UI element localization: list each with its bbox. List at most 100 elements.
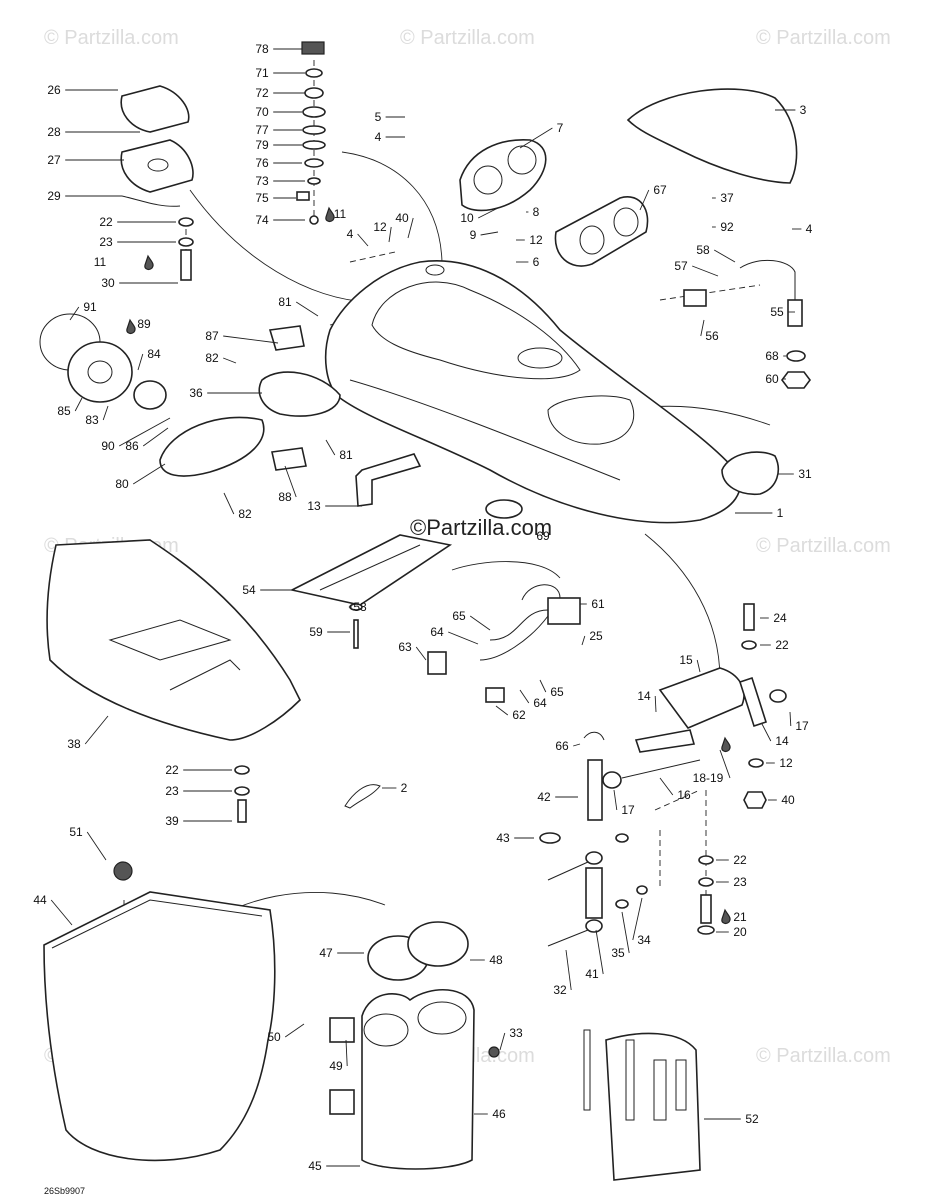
- callout-label: 22: [99, 215, 113, 229]
- callout-label: 57: [674, 259, 688, 273]
- callout-label: 40: [781, 793, 795, 807]
- callout-label: 32: [553, 983, 567, 997]
- callout-leader: [539, 679, 547, 693]
- callout-label: 53: [353, 600, 367, 614]
- callout-label: 45: [308, 1159, 322, 1173]
- callout-leader: [325, 439, 336, 456]
- hull-hole: [425, 264, 445, 276]
- callout-label: 77: [255, 123, 269, 137]
- callout-leader: [719, 749, 731, 779]
- arrow-guide: [189, 189, 371, 303]
- hex-nut: [781, 371, 811, 389]
- callout-leader: [448, 631, 479, 645]
- callout-label: 84: [147, 347, 161, 361]
- callout-label: 4: [375, 130, 382, 144]
- washer: [234, 765, 250, 775]
- callout-label: 81: [339, 448, 353, 462]
- callout-label: 31: [798, 467, 812, 481]
- callout-leader: [573, 743, 581, 747]
- callout-label: 40: [395, 211, 409, 225]
- electrical-module: [427, 584, 581, 703]
- watermark-text: © Partzilla.com: [756, 1045, 891, 1067]
- side-covers: [159, 325, 341, 477]
- watermark-text: © Partzilla.com: [756, 27, 891, 49]
- sensor-body: [787, 299, 803, 327]
- tow-handle: [355, 453, 422, 507]
- center-watermark: ©Partzilla.com: [410, 515, 552, 540]
- sensor-wire: [739, 259, 796, 300]
- washer: [741, 640, 757, 650]
- watermark-text: © Partzilla.com: [756, 535, 891, 557]
- callout-label: 80: [115, 477, 129, 491]
- callout-label: 72: [255, 86, 269, 100]
- callout-label: 50: [267, 1030, 281, 1044]
- callout-leader: [565, 949, 572, 991]
- lubricant-icon: [144, 254, 154, 271]
- strut-body: [585, 867, 603, 919]
- callout-label: 88: [278, 490, 292, 504]
- bolt-head: [697, 925, 715, 935]
- lubricant-icon: [721, 736, 731, 753]
- bin-rim: [51, 899, 263, 949]
- pivot-bolt: [547, 929, 589, 947]
- callout-leader: [495, 705, 509, 716]
- callout-label: 59: [309, 625, 323, 639]
- callout-label: 5: [375, 110, 382, 124]
- callout-label: 18-19: [693, 771, 724, 785]
- arrow-guide: [341, 151, 443, 263]
- tool-kit: [583, 1029, 701, 1181]
- callout-label: 76: [255, 156, 269, 170]
- watermark-text: © Partzilla.com: [44, 27, 179, 49]
- visor-outline: [626, 88, 798, 184]
- connector-housing: [485, 687, 505, 703]
- callout-leader: [639, 189, 650, 211]
- callout-label: 68: [765, 349, 779, 363]
- washer: [178, 237, 194, 247]
- callout-leader: [415, 646, 427, 661]
- callout-label: 38: [67, 737, 81, 751]
- callout-label: 1: [777, 506, 784, 520]
- bolt-shank: [237, 799, 247, 823]
- strut-eye: [585, 919, 603, 933]
- callout-label: 67: [653, 183, 667, 197]
- callout-label: 86: [125, 439, 139, 453]
- liner-step: [169, 659, 241, 691]
- vent-cover-plate: [67, 341, 133, 403]
- callout-leader: [284, 1023, 305, 1038]
- washer: [786, 350, 806, 362]
- hull-body-line: [349, 379, 621, 481]
- module-harness: [479, 584, 561, 661]
- gauge-bezel-outline: [459, 139, 547, 212]
- callout-label: 49: [329, 1059, 343, 1073]
- callout-label: 23: [165, 784, 179, 798]
- pivot-pin: [621, 759, 701, 779]
- callout-label: 12: [779, 756, 793, 770]
- ball-joint: [602, 771, 622, 789]
- callout-leader: [480, 231, 499, 236]
- callout-label: 17: [621, 803, 635, 817]
- callout-label: 22: [165, 763, 179, 777]
- callout-leader: [789, 711, 792, 727]
- washer: [636, 885, 648, 895]
- callout-leader: [102, 405, 109, 421]
- cable-tie: [344, 784, 381, 809]
- bolt-shank: [700, 894, 712, 924]
- callout-label: 36: [189, 386, 203, 400]
- callout-label: 29: [47, 189, 61, 203]
- cup-opening: [417, 1001, 467, 1035]
- callout-leader: [295, 301, 319, 317]
- callout-label: 25: [589, 629, 603, 643]
- callout-leader: [632, 897, 643, 941]
- storage-liner: [46, 539, 301, 741]
- callout-leader: [74, 397, 83, 412]
- gauge-hole: [507, 145, 537, 175]
- cup-holder-assembly: [329, 921, 500, 1170]
- key-part: [305, 68, 323, 78]
- connector-housing: [427, 651, 447, 675]
- gauge-support: [554, 196, 649, 267]
- callout-label: 22: [733, 853, 747, 867]
- callout-leader: [142, 427, 169, 447]
- key-switch-stack: [296, 41, 326, 225]
- callout-leader: [761, 723, 772, 742]
